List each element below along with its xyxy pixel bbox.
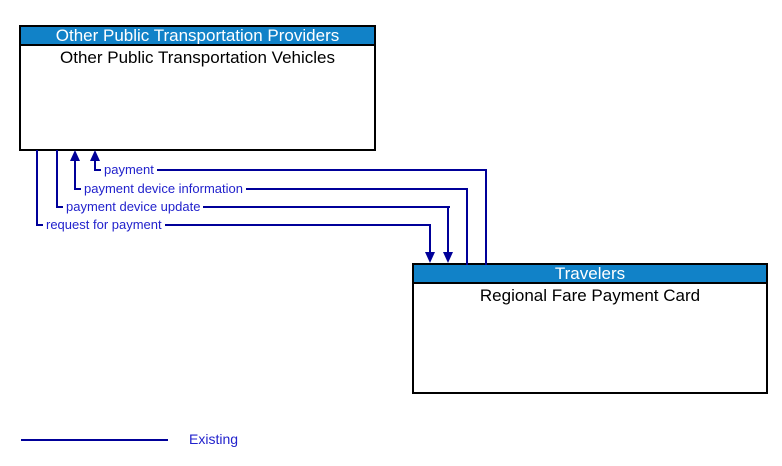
flow-line-segment: [56, 150, 58, 207]
legend-existing-label: Existing: [189, 431, 239, 447]
flow-line-segment: [429, 224, 431, 254]
arrowhead-up-icon: [70, 150, 80, 161]
flow-line-segment: [466, 188, 468, 265]
arrowhead-down-icon: [443, 252, 453, 263]
entity-header-travelers: Travelers: [414, 265, 766, 284]
arrowhead-down-icon: [425, 252, 435, 263]
flow-label-request-for-payment[interactable]: request for payment: [43, 217, 165, 232]
entity-box-travelers[interactable]: Travelers Regional Fare Payment Card: [412, 263, 768, 394]
flow-line-segment: [36, 224, 431, 226]
flow-line-segment: [485, 169, 487, 265]
entity-box-other-public-transportation-providers[interactable]: Other Public Transportation Providers Ot…: [19, 25, 376, 151]
entity-body-other-public-transportation-vehicles: Other Public Transportation Vehicles: [60, 48, 335, 67]
flow-line-segment: [447, 206, 449, 254]
flow-label-payment[interactable]: payment: [101, 162, 157, 177]
entity-header-providers: Other Public Transportation Providers: [21, 27, 374, 46]
flow-line-segment: [94, 158, 96, 171]
flow-label-payment-device-update[interactable]: payment device update: [63, 199, 204, 214]
flow-line-segment: [74, 158, 76, 189]
legend-existing-line: [21, 439, 168, 441]
arrowhead-up-icon: [90, 150, 100, 161]
flow-label-payment-device-information[interactable]: payment device information: [81, 181, 246, 196]
flow-line-segment: [94, 169, 487, 171]
flow-line-segment: [36, 150, 38, 226]
flow-line-segment: [74, 188, 468, 190]
flow-line-segment: [56, 206, 450, 208]
entity-body-regional-fare-payment-card: Regional Fare Payment Card: [479, 286, 701, 305]
